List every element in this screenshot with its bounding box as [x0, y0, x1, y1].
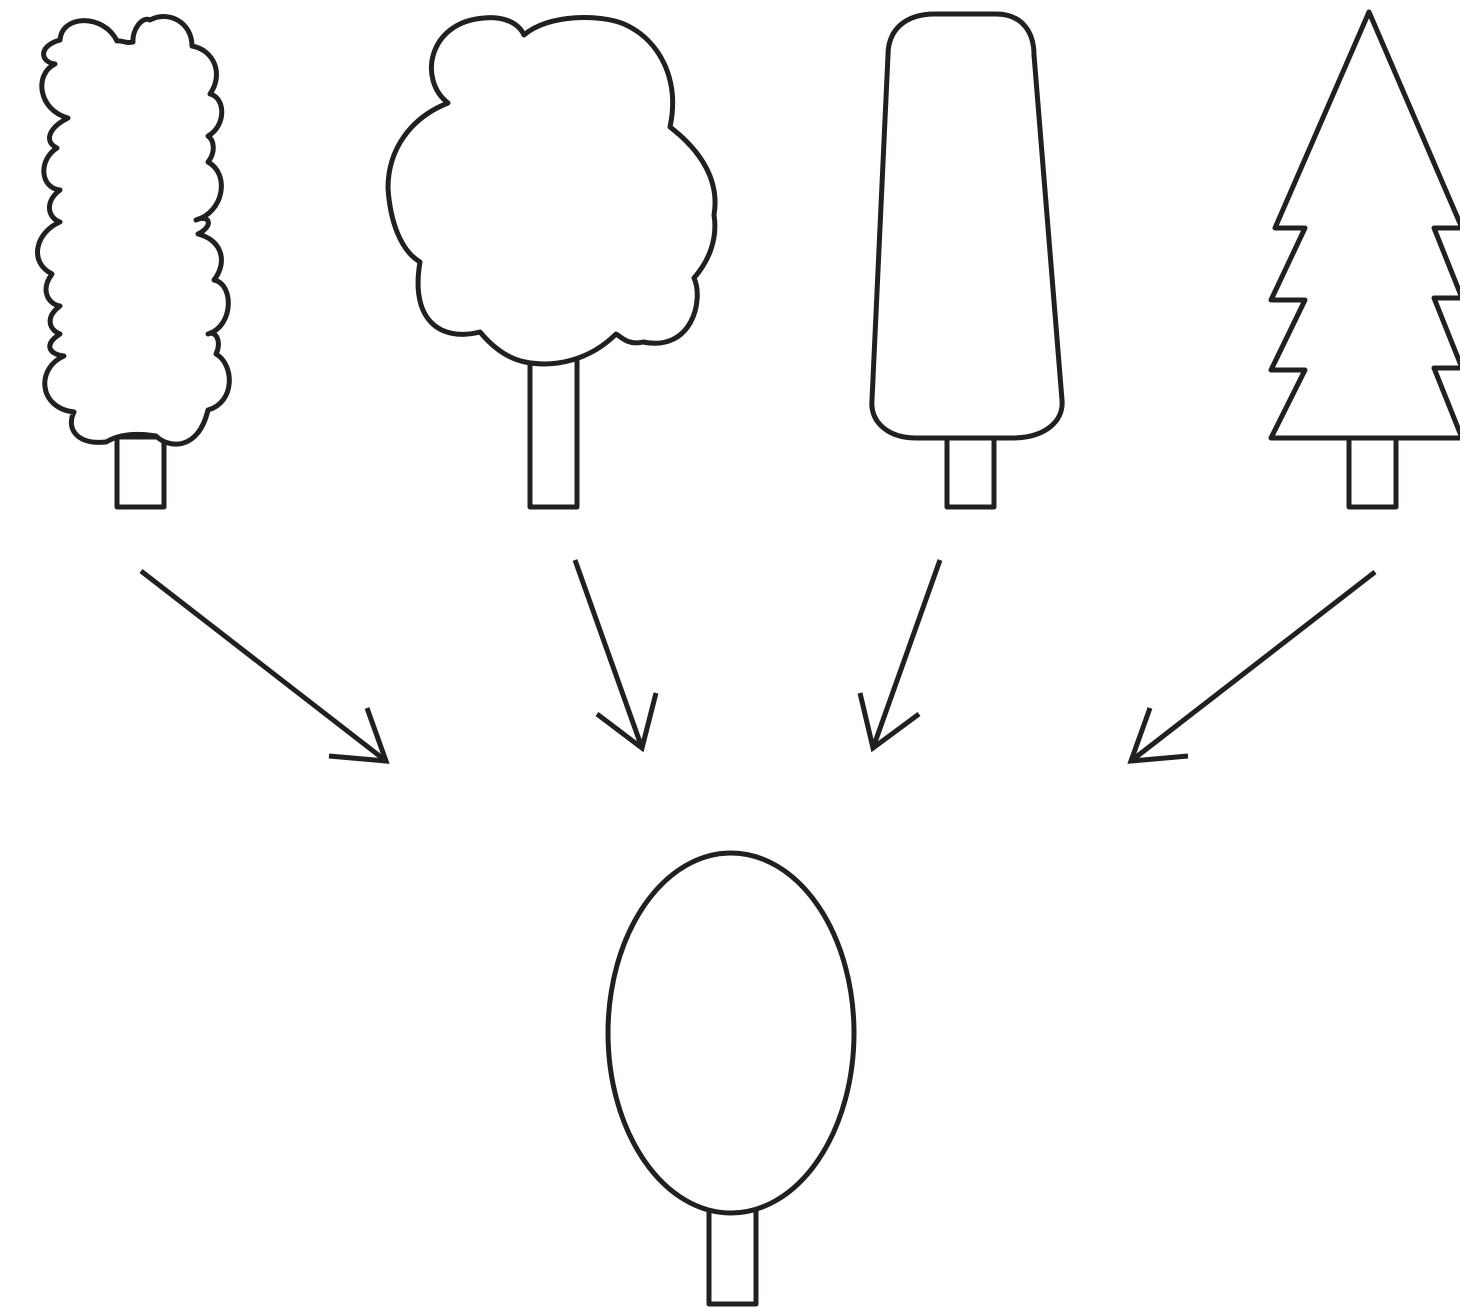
arrow-3-head — [857, 692, 921, 753]
arrow-2-head — [595, 692, 659, 753]
round-cloud-tree-icon — [385, 15, 718, 510]
arrow-2 — [572, 559, 659, 753]
arrow-4 — [1127, 570, 1377, 764]
conifer-tree-crown — [1268, 9, 1460, 441]
arrow-1 — [139, 569, 390, 764]
round-cloud-tree-crown — [385, 15, 718, 367]
arrow-4-shaft — [1129, 570, 1377, 763]
arrow-3-shaft — [870, 559, 943, 749]
oval-tree-crown — [605, 850, 857, 1216]
arrow-4-head — [1127, 707, 1189, 764]
round-cloud-tree-trunk — [527, 354, 580, 510]
rounded-column-tree-trunk — [944, 434, 997, 510]
oval-tree-icon — [605, 850, 857, 1307]
columnar-cloud-tree-icon — [35, 13, 232, 510]
rounded-column-tree-crown — [869, 11, 1065, 441]
oval-tree-trunk — [706, 1204, 759, 1307]
arrow-1-head — [328, 707, 390, 764]
rounded-column-tree-icon — [869, 11, 1065, 510]
arrow-2-shaft — [572, 559, 645, 749]
columnar-cloud-tree-trunk — [114, 434, 167, 510]
arrow-3 — [857, 559, 943, 753]
conifer-tree-trunk — [1346, 434, 1399, 510]
arrow-1-shaft — [139, 569, 388, 763]
conifer-tree-icon — [1268, 9, 1460, 510]
columnar-cloud-tree-crown — [35, 13, 232, 447]
